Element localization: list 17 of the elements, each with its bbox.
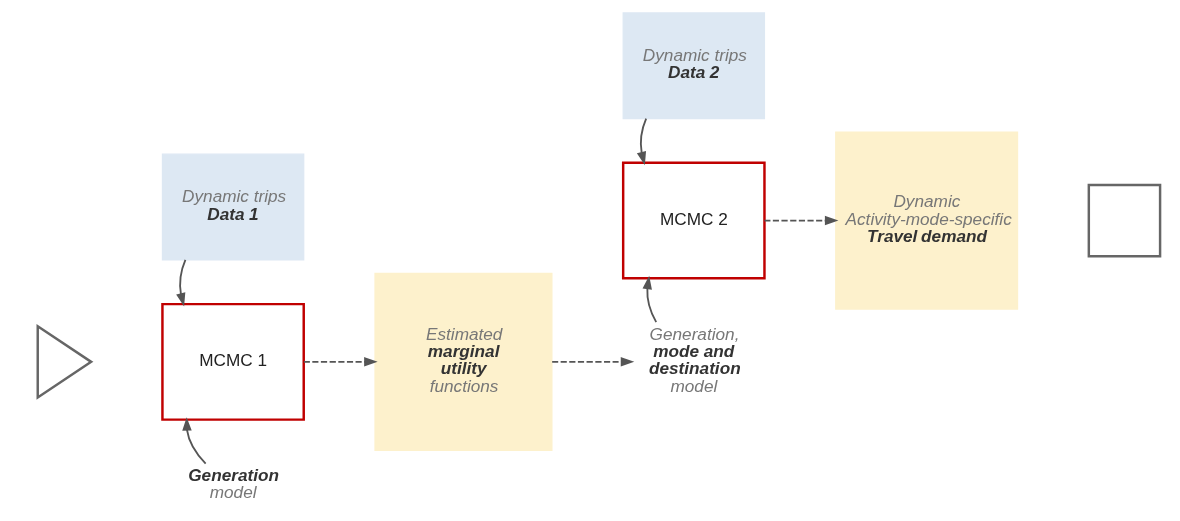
- node-text: Generation model: [188, 465, 279, 503]
- node-box: Dynamic trips Data 1: [161, 153, 305, 261]
- node-box: [1087, 183, 1162, 258]
- arrow: [176, 259, 187, 307]
- arrow: [636, 117, 648, 166]
- node-box: MCMC 1: [161, 302, 305, 421]
- node-box: Estimated marginal utility functions: [374, 272, 553, 451]
- node-triangle: [36, 323, 94, 400]
- node-box: MCMC 2: [621, 161, 766, 280]
- arrow: [551, 357, 635, 367]
- node-text: Generation, mode and destination model: [648, 323, 741, 396]
- node-box: Dynamic trips Data 2: [622, 12, 766, 120]
- node-box: Dynamic Activity-mode-specific Travel demand: [835, 131, 1019, 310]
- arrow: [763, 215, 839, 226]
- arrow: [182, 417, 207, 465]
- arrow: [303, 357, 378, 367]
- arrow: [642, 275, 658, 324]
